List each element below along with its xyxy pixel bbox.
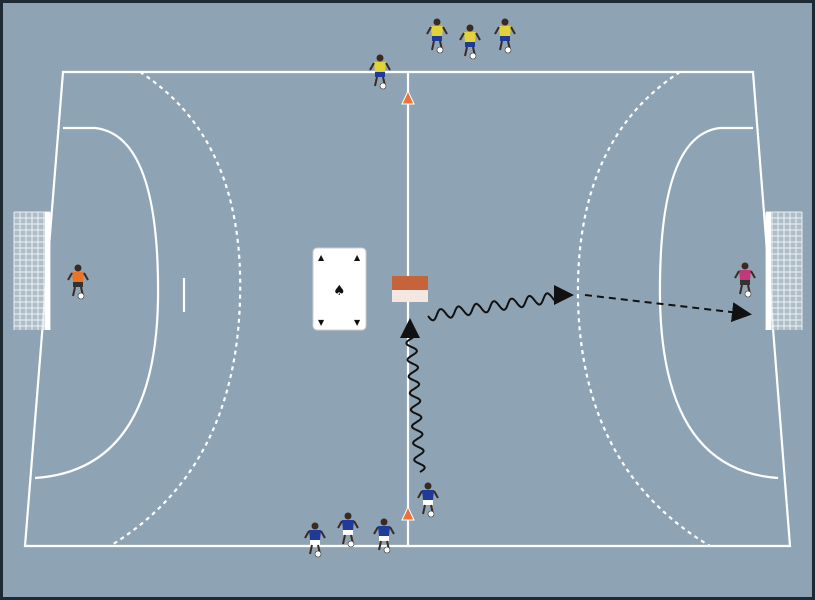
dribble-arrow-vertical xyxy=(400,318,426,473)
right-goal-area-line xyxy=(658,126,779,480)
cone-top xyxy=(401,89,415,105)
goalkeeper-right xyxy=(734,262,756,298)
svg-text:♠: ♠ xyxy=(333,283,346,299)
court-boundary xyxy=(23,70,792,548)
svg-text:▲: ▲ xyxy=(318,253,325,262)
dribble-arrow-horizontal xyxy=(427,285,574,322)
players xyxy=(67,18,756,558)
player-blue-1 xyxy=(304,522,326,558)
left-goal-area-line xyxy=(34,126,160,480)
left-goal xyxy=(13,211,51,330)
ball-box xyxy=(392,276,428,302)
right-goal xyxy=(765,211,803,330)
left-free-throw-line xyxy=(109,71,242,547)
player-blue-3 xyxy=(373,518,395,554)
cone-bottom xyxy=(401,505,415,521)
player-yellow-4 xyxy=(369,54,391,90)
player-yellow-3 xyxy=(494,18,516,54)
shot-arrow xyxy=(584,294,752,323)
svg-text:▼: ▼ xyxy=(318,318,325,327)
svg-text:▲: ▲ xyxy=(354,253,361,262)
player-yellow-2 xyxy=(459,24,481,60)
svg-text:▼: ▼ xyxy=(354,318,361,327)
court-lines xyxy=(23,70,792,548)
goalkeeper-left xyxy=(67,264,89,300)
player-yellow-1 xyxy=(426,18,448,54)
player-blue-4 xyxy=(417,482,439,518)
right-free-throw-line xyxy=(576,71,711,547)
playing-card-ace-of-spades: ▲ ▲ ▼ ▼ ♠ xyxy=(312,247,367,331)
player-blue-2 xyxy=(337,512,359,548)
